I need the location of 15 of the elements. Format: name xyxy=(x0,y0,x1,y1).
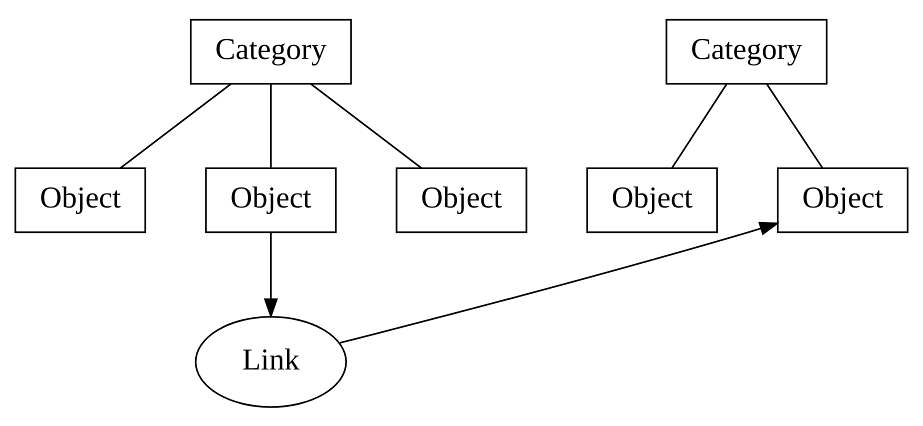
arrow xyxy=(340,221,780,344)
node-box: Object xyxy=(586,166,718,233)
node-ellipse: Link xyxy=(194,315,347,408)
connector xyxy=(270,84,272,168)
connector xyxy=(310,82,422,168)
node-box: Category xyxy=(666,18,828,84)
connector xyxy=(120,82,232,168)
node-box: Object xyxy=(396,166,528,233)
arrow xyxy=(264,232,278,318)
node-box: Object xyxy=(776,166,908,233)
node-box: Object xyxy=(205,166,337,233)
connector xyxy=(766,83,824,168)
connector xyxy=(671,83,728,168)
node-box: Category xyxy=(190,18,352,84)
node-box: Object xyxy=(14,166,146,233)
